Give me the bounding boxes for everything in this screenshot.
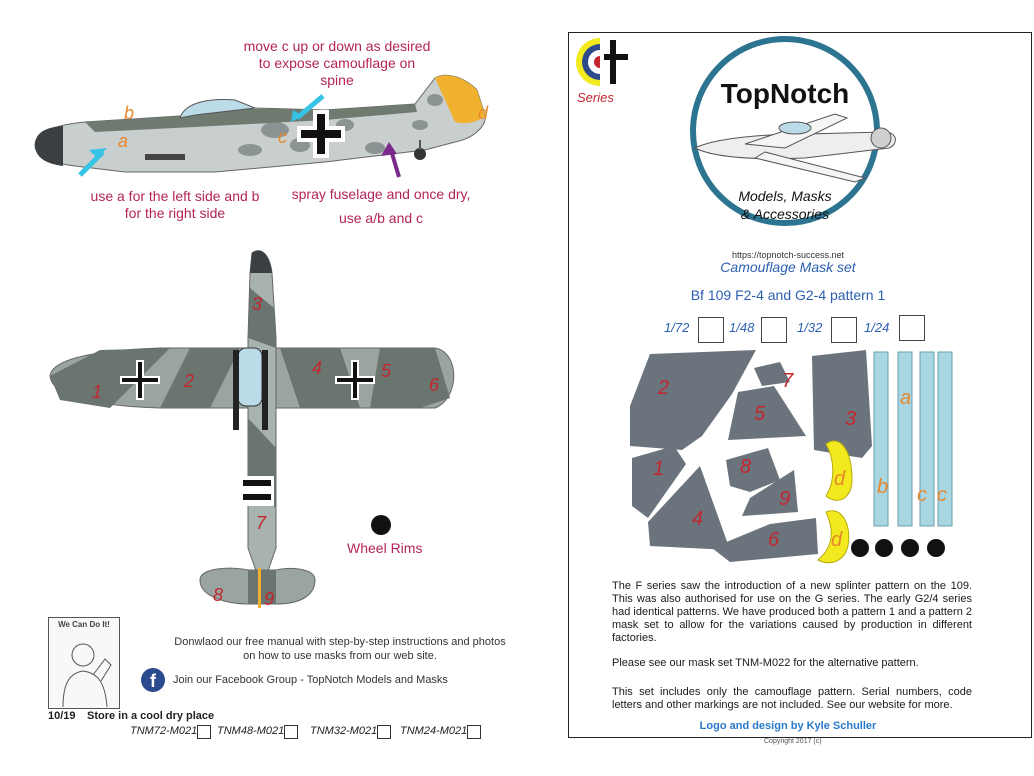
top-label-9: 9 — [264, 589, 275, 609]
mask-piece-9 — [742, 470, 798, 516]
top-label-4: 4 — [312, 358, 323, 378]
scale-label-32: 1/32 — [797, 320, 823, 335]
code-tnm72: TNM72-M021 — [130, 725, 198, 737]
mask-label-4: 4 — [692, 508, 704, 530]
description-paragraph-1: The F series saw the introduction of a n… — [612, 580, 972, 644]
scale-checkbox-72[interactable] — [698, 317, 724, 343]
checkbox-tnm32[interactable] — [377, 725, 391, 739]
mask-piece-8 — [726, 448, 780, 492]
mask-piece-3 — [812, 350, 872, 458]
move-c-line-2: to expose camouflage on — [258, 55, 416, 71]
logo-name: TopNotch — [720, 78, 850, 109]
download-line-2: on how to use masks from our web site. — [243, 650, 437, 662]
scale-checkbox-32[interactable] — [831, 317, 857, 343]
scale-label-72: 1/72 — [664, 320, 690, 335]
strip-label-c-1: c — [917, 484, 927, 506]
strip-c-2 — [937, 351, 953, 527]
mask-label-8: 8 — [740, 456, 752, 478]
rim-dot-4 — [927, 539, 945, 557]
rim-dot-2 — [875, 539, 893, 557]
spray-line-1: spray fuselage and once dry, — [291, 186, 471, 202]
logo-aircraft-icon — [693, 113, 896, 183]
strip-label-a: a — [900, 387, 912, 409]
mask-piece-d-bottom — [817, 510, 850, 564]
code-tnm32: TNM32-M021 — [310, 725, 378, 737]
scale-label-48: 1/48 — [729, 320, 755, 335]
mask-piece-5 — [728, 386, 806, 440]
wheel-rims-label: Wheel Rims — [347, 540, 423, 556]
mask-label-3: 3 — [845, 408, 857, 430]
copyright-notice: Copyright 2017 (c) — [764, 738, 822, 745]
top-label-3: 3 — [252, 294, 263, 314]
description-paragraph-2: Please see our mask set TNM-M022 for the… — [612, 657, 919, 669]
scale-label-24: 1/24 — [864, 320, 890, 335]
mask-set-subtitle: Camouflage Mask set — [720, 259, 856, 275]
logo-tagline-2: & Accessories — [740, 206, 830, 222]
instruction-page: move c up or down as desired to expose c… — [34, 38, 506, 739]
strip-c-1 — [919, 351, 935, 527]
checkbox-tnm48[interactable] — [284, 725, 298, 739]
wheel-rim-dot — [371, 515, 391, 535]
mask-label-d-bottom: d — [831, 529, 843, 551]
facebook-icon[interactable]: f — [141, 668, 165, 692]
checkbox-tnm24[interactable] — [467, 725, 481, 739]
top-label-8: 8 — [213, 585, 224, 605]
top-label-2: 2 — [184, 371, 195, 391]
store-note: Store in a cool dry place — [87, 710, 215, 722]
mask-label-1: 1 — [653, 458, 665, 480]
mask-piece-6 — [712, 518, 818, 562]
product-title: Bf 109 F2-4 and G2-4 pattern 1 — [690, 287, 886, 303]
mask-label-6: 6 — [768, 529, 780, 551]
description-paragraph-3: This set includes only the camouflage pa… — [612, 686, 972, 711]
side-label-d: d — [478, 103, 489, 123]
scale-checkbox-48[interactable] — [761, 317, 787, 343]
mask-piece-d-top — [825, 440, 853, 501]
move-c-line-1: move c up or down as desired — [243, 38, 431, 54]
checkbox-tnm72[interactable] — [197, 725, 211, 739]
rim-dot-3 — [901, 539, 919, 557]
download-line-1: Donwlaod our free manual with step-by-st… — [174, 636, 506, 648]
facebook-group-text: Join our Facebook Group - TopNotch Model… — [173, 674, 448, 686]
top-label-7: 7 — [256, 513, 267, 533]
strip-b — [873, 351, 889, 527]
mask-label-5: 5 — [754, 403, 766, 425]
top-label-1: 1 — [92, 382, 103, 402]
mask-piece-1 — [632, 446, 686, 518]
use-ab-line-1: use a for the left side and b — [90, 188, 260, 204]
mask-label-2: 2 — [658, 377, 670, 399]
side-view-aircraft — [34, 74, 486, 178]
use-ab-line-2: for the right side — [124, 205, 226, 221]
scale-checkbox-24[interactable] — [899, 315, 925, 341]
strip-a — [897, 351, 913, 527]
code-tnm48: TNM48-M021 — [217, 725, 285, 737]
website-url[interactable]: https://topnotch-success.net — [731, 250, 845, 260]
top-view-aircraft — [49, 250, 455, 608]
mask-pieces — [630, 350, 953, 564]
poster-figure-icon — [62, 643, 112, 708]
mask-label-7: 7 — [782, 370, 794, 392]
we-can-do-it-poster: We Can Do It! — [48, 617, 120, 709]
code-tnm24: TNM24-M021 — [400, 725, 468, 737]
mask-piece-7 — [754, 362, 790, 386]
move-c-line-3: spine — [320, 72, 354, 88]
poster-caption: We Can Do It! — [58, 620, 110, 629]
mask-label-d-top: d — [834, 468, 846, 490]
strip-label-c-2: c — [937, 484, 947, 506]
mask-piece-4 — [648, 466, 730, 550]
series-label: Series — [577, 90, 614, 105]
series-roundel-icon — [576, 36, 630, 92]
side-label-a: a — [118, 131, 129, 151]
design-credit: Logo and design by Kyle Schuller — [699, 720, 877, 732]
strip-label-b: b — [877, 476, 889, 498]
issue-date: 10/19 — [48, 710, 76, 722]
top-label-6: 6 — [429, 375, 440, 395]
side-label-c: c — [278, 127, 287, 147]
mask-piece-2 — [630, 350, 756, 450]
rim-dot-1 — [851, 539, 869, 557]
logo-tagline-1: Models, Masks — [738, 188, 832, 204]
spray-line-2: use a/b and c — [338, 210, 424, 226]
top-label-5: 5 — [381, 361, 392, 381]
mask-label-9: 9 — [779, 488, 791, 510]
side-label-b: b — [124, 103, 135, 123]
